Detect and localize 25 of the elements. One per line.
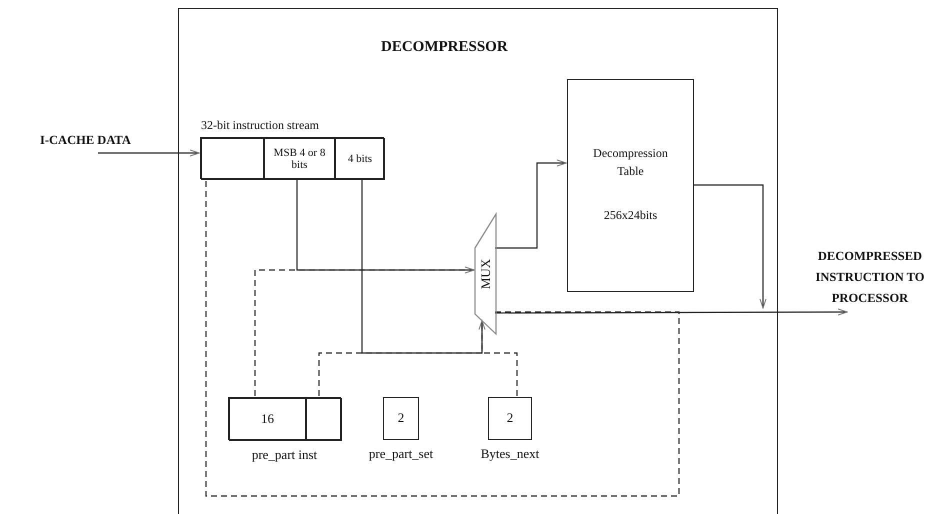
- arrow: [98, 150, 200, 156]
- register-caption: Bytes_next: [480, 447, 540, 462]
- dashed-connector: [205, 178, 680, 497]
- arrow: [495, 308, 848, 316]
- arrow: [361, 178, 486, 354]
- output-label: DECOMPRESSED INSTRUCTION TO PROCESSOR: [795, 246, 945, 312]
- arrow: [693, 184, 766, 308]
- register-caption: pre_part inst: [252, 447, 318, 463]
- mux-label: MUX: [478, 258, 494, 290]
- block-title: DECOMPRESSOR: [381, 39, 508, 56]
- register-field: MSB 4 or 8 bits: [264, 138, 335, 180]
- decompressor-block: [178, 8, 778, 514]
- register-field: 4 bits: [335, 138, 385, 180]
- table-size: 256x24bits: [602, 207, 658, 224]
- register-field: 16: [229, 398, 306, 441]
- arrow: [495, 160, 566, 249]
- multiplexer: [475, 214, 496, 334]
- lookup-table-block: [567, 79, 694, 292]
- table-name: Decompression Table: [592, 145, 669, 180]
- register-heading: 32-bit instruction stream: [201, 118, 319, 133]
- register-caption: pre_part_set: [368, 447, 434, 462]
- register-field: [201, 138, 264, 180]
- signal-label: I-CACHE DATA: [40, 132, 132, 149]
- arrow: [296, 178, 474, 274]
- register-field: [306, 398, 342, 441]
